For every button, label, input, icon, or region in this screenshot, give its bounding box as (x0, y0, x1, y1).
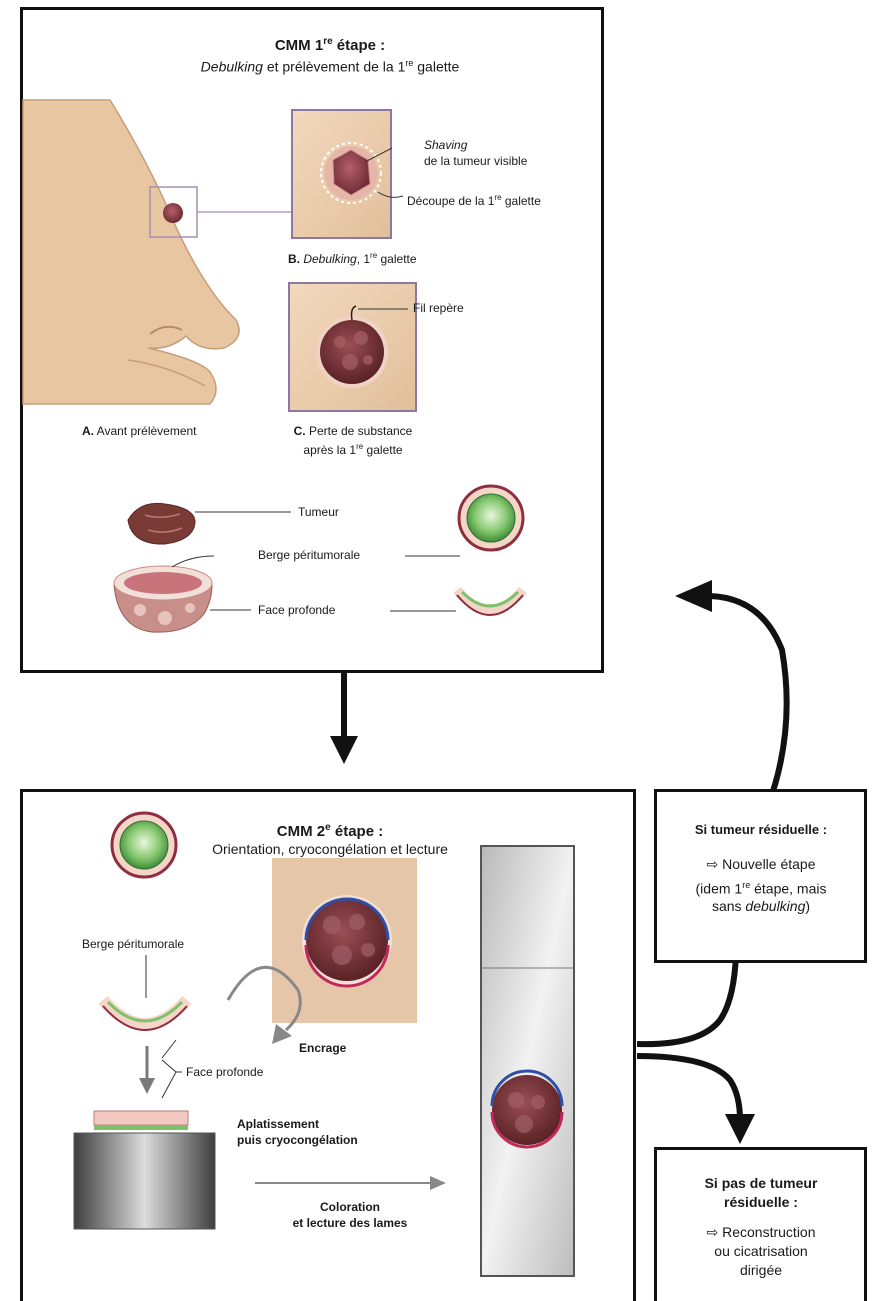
residual-line3: sans debulking) (660, 898, 862, 915)
panel-c-label: C. Perte de substance après la 1re galet… (278, 424, 428, 458)
berge-label: Berge péritumorale (258, 548, 360, 563)
face-profonde-label: Face profonde (258, 603, 335, 618)
residual-line1: ⇨ Nouvelle étape (660, 856, 862, 873)
coloration-label: Coloration (290, 1200, 410, 1215)
shaving-sub-label: de la tumeur visible (424, 154, 527, 169)
down-arrow (330, 673, 358, 764)
residual-box (656, 791, 866, 962)
margin-ring-2 (112, 813, 176, 877)
cryo-label: puis cryocongélation (237, 1133, 358, 1148)
shaving-label: Shaving (424, 138, 467, 153)
fil-repere-label: Fil repère (413, 301, 464, 316)
step1-title: CMM 1re étape : (250, 34, 410, 53)
margin-ring (459, 486, 523, 550)
step1-subtitle: Debulking et prélèvement de la 1re galet… (120, 56, 540, 75)
face-profonde-label-2: Face profonde (186, 1065, 263, 1080)
panel-c-illustration (289, 283, 416, 411)
no-residual-title-1: Si pas de tumeur (660, 1174, 862, 1192)
step2-title: CMM 2e étape : (240, 820, 420, 839)
no-residual-line2: ou cicatrisation (660, 1242, 862, 1260)
tumor-specimen (128, 503, 195, 544)
no-residual-line3: dirigée (660, 1261, 862, 1279)
encrage-label: Encrage (299, 1041, 346, 1056)
decoupe-label: Découpe de la 1re galette (407, 190, 541, 209)
lesion (163, 203, 183, 223)
inked-specimen (272, 858, 417, 1023)
panel-b-label: B. Debulking, 1re galette (288, 248, 417, 267)
glass-slide (481, 846, 574, 1276)
panel-a-label: A. Avant prélèvement (82, 424, 197, 439)
berge-label-2: Berge péritumorale (82, 937, 184, 952)
no-residual-line1: ⇨ Reconstruction (660, 1223, 862, 1241)
step2-subtitle: Orientation, cryocongélation et lecture (170, 842, 490, 857)
residual-line2: (idem 1re étape, mais (660, 877, 862, 898)
aplatissement-label: Aplatissement (237, 1117, 319, 1132)
residual-title: Si tumeur résiduelle : (660, 822, 862, 837)
panel-b-illustration (292, 110, 403, 238)
lecture-label: et lecture des lames (270, 1216, 430, 1231)
tumeur-label: Tumeur (298, 505, 339, 520)
no-residual-title-2: résiduelle : (660, 1193, 862, 1211)
